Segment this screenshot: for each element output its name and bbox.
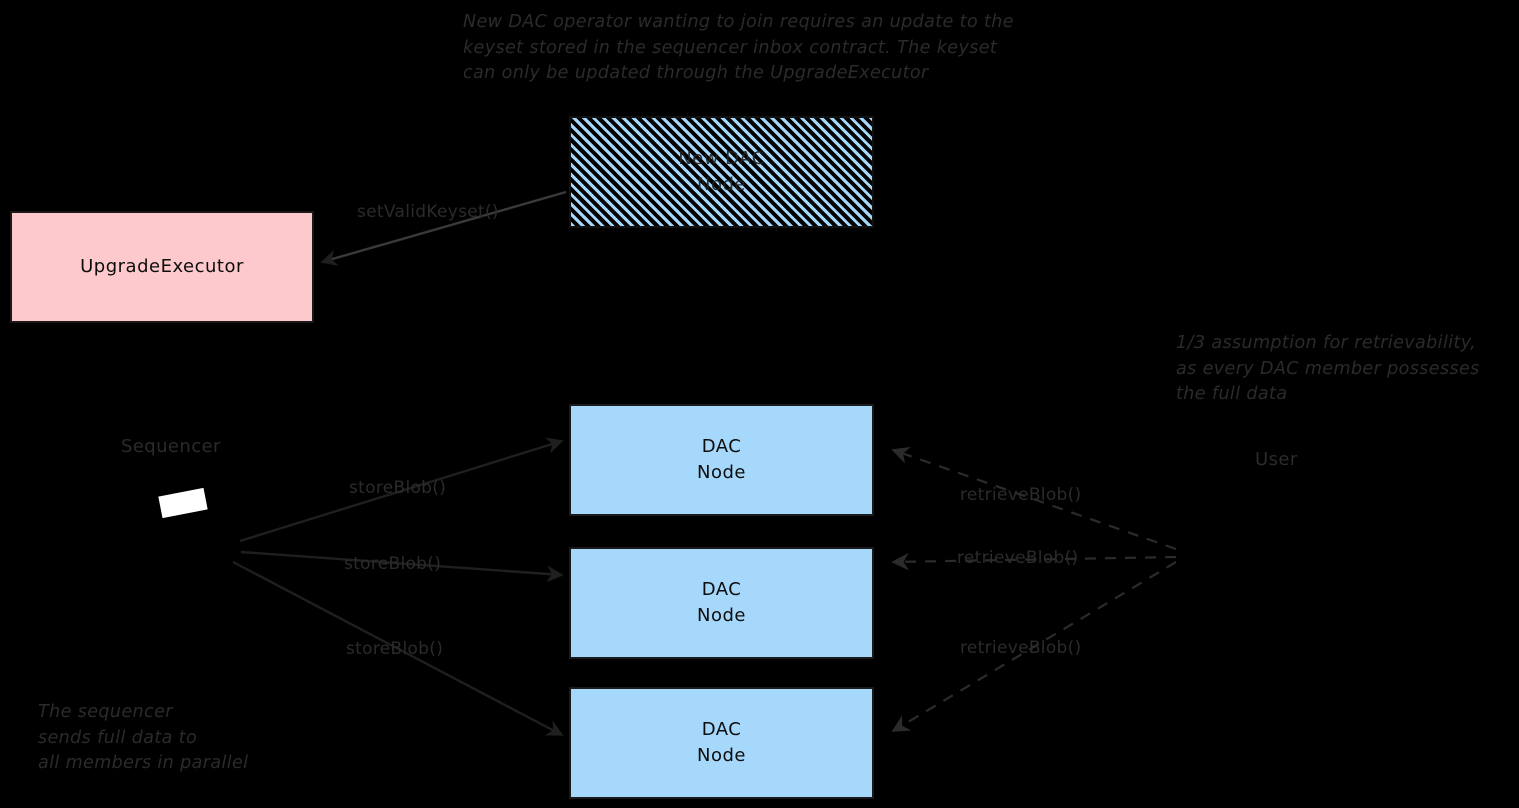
edge-retrieve-blob-1 (891, 446, 1177, 551)
actor-label-sequencer: Sequencer (121, 436, 221, 457)
annotation-keyset-note: New DAC operator wanting to join require… (463, 12, 1014, 83)
box-dac-node-2-label: DAC Node (697, 579, 746, 626)
box-upgrade-executor-label: UpgradeExecutor (80, 256, 244, 277)
edge-retrieve-blob-2 (891, 552, 1177, 571)
edge-set-valid-keyset (320, 190, 567, 266)
box-dac-node-1-label: DAC Node (697, 436, 746, 483)
edge-label-store-blob-1: storeBlob() (349, 478, 447, 498)
edge-store-blob-3 (232, 560, 564, 737)
annotation-retrievability-note: 1/3 assumption for retrievability, as ev… (1176, 333, 1480, 404)
actor-label-user: User (1255, 449, 1298, 470)
edge-label-store-blob-3: storeBlob() (346, 639, 444, 659)
box-dac-node-2[interactable]: DAC Node (569, 547, 874, 659)
edge-store-blob-2 (240, 550, 564, 583)
box-upgrade-executor[interactable]: UpgradeExecutor (10, 211, 314, 323)
edge-retrieve-blob-3 (891, 561, 1177, 732)
box-dac-node-3-label: DAC Node (697, 719, 746, 766)
edge-store-blob-1 (239, 437, 564, 543)
annotation-sequencer-note: The sequencer sends full data to all mem… (38, 702, 249, 773)
box-new-dac-node[interactable]: New DAC Node (569, 116, 874, 228)
box-dac-node-3[interactable]: DAC Node (569, 687, 874, 799)
edge-label-retrieve-blob-3: retrieveBlob() (960, 638, 1082, 658)
edge-label-retrieve-blob-1: retrieveBlob() (960, 485, 1082, 505)
edge-label-store-blob-2: storeBlob() (344, 554, 442, 574)
edge-label-set-valid-keyset: setValidKeyset() (357, 202, 499, 222)
box-new-dac-node-label: New DAC Node (678, 148, 765, 195)
edge-label-retrieve-blob-2: retrieveBlob() (957, 548, 1079, 568)
box-dac-node-1[interactable]: DAC Node (569, 404, 874, 516)
